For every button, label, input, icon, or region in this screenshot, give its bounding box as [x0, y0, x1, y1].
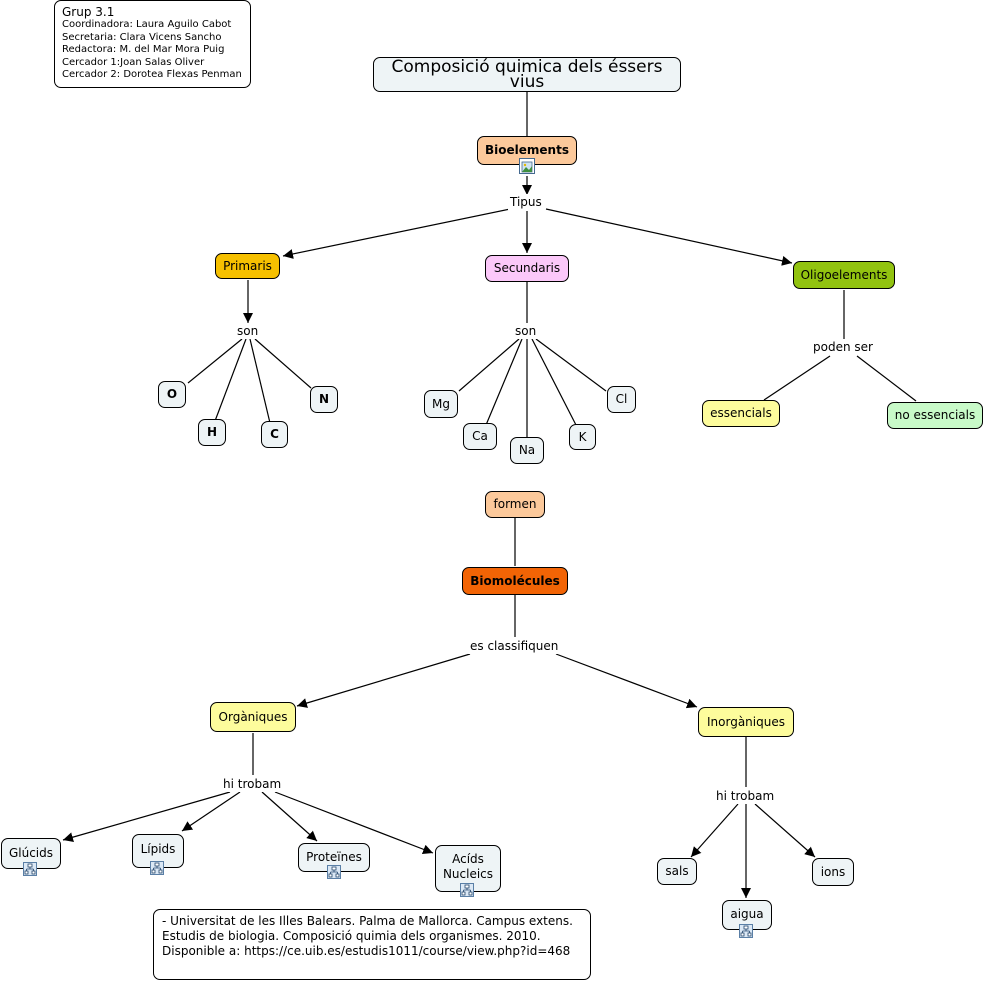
ions-node[interactable]: ions	[812, 858, 854, 886]
group-member-line: Redactora: M. del Mar Mora Puig	[62, 44, 225, 55]
element-Cl-label: Cl	[615, 392, 628, 406]
line-tipus-primaris	[282, 208, 511, 259]
element-Na-node[interactable]: Na	[510, 437, 544, 464]
biomolecules-node[interactable]: Biomolécules	[462, 567, 568, 595]
link-label-tipus: Tipus	[508, 194, 544, 210]
element-O-label: O	[166, 387, 178, 401]
secundaris-node[interactable]: Secundaris	[485, 255, 569, 282]
formen-label: formen	[493, 497, 537, 511]
line-tipus-oligoelements	[545, 208, 793, 266]
bioelements-node[interactable]: Bioelements	[477, 136, 577, 165]
group-member-line: Coordinadora: Laura Aguilo Cabot	[62, 19, 232, 30]
element-Cl-node[interactable]: Cl	[607, 386, 636, 413]
inorganiques-node[interactable]: Inorgàniques	[698, 707, 794, 737]
main-title-label: Composició quimica dels éssers vius	[391, 56, 663, 92]
reference-box: - Universitat de les Illes Balears. Palm…	[153, 909, 591, 980]
no-essencials-label: no essencials	[894, 408, 976, 422]
concept-map-icon[interactable]	[150, 861, 164, 875]
element-N-label: N	[318, 392, 330, 406]
image-icon[interactable]	[519, 158, 535, 174]
glucids-label: Glúcids	[8, 846, 54, 860]
element-K-label: K	[578, 429, 587, 444]
formen-node[interactable]: formen	[485, 491, 545, 518]
element-Na-label: Na	[518, 443, 536, 457]
link-label-son-secundaris: son	[513, 323, 539, 339]
essencials-node[interactable]: essencials	[702, 400, 780, 427]
biomolecules-label: Biomolécules	[470, 573, 560, 588]
link-label-hi-trobam-inorganiques: hi trobam	[714, 788, 777, 804]
inorganiques-label: Inorgàniques	[707, 714, 785, 729]
reference-line: - Universitat de les Illes Balears. Palm…	[162, 914, 573, 928]
element-O-node[interactable]: O	[158, 381, 186, 408]
link-label-poden-ser: poden ser	[811, 339, 875, 355]
oligoelements-node[interactable]: Oligoelements	[793, 261, 895, 289]
element-K-node[interactable]: K	[569, 424, 596, 450]
reference-line: Disponible a: https://ce.uib.es/estudis1…	[162, 944, 571, 958]
secundaris-label: Secundaris	[493, 261, 561, 275]
element-H-node[interactable]: H	[198, 419, 226, 446]
group-member-line: Cercador 2: Dorotea Flexas Penman	[62, 69, 242, 80]
acids-nucleics-label-line1: Acíds	[452, 852, 484, 866]
no-essencials-node[interactable]: no essencials	[887, 402, 983, 429]
glucids-node[interactable]: Glúcids	[1, 838, 61, 869]
concept-map-icon[interactable]	[739, 924, 753, 938]
organiques-node[interactable]: Orgàniques	[210, 702, 296, 732]
aigua-label: aigua	[730, 907, 764, 921]
sals-label: sals	[665, 864, 689, 878]
essencials-label: essencials	[710, 406, 772, 420]
acids-nucleics-label-line2: Nucleics	[442, 867, 494, 881]
link-label-son-primaris: son	[235, 323, 261, 339]
element-Ca-node[interactable]: Ca	[463, 423, 497, 450]
primaris-label: Primaris	[223, 258, 272, 273]
reference-line: Estudis de biologia. Composició quimia d…	[162, 929, 541, 943]
bioelements-label: Bioelements	[485, 143, 569, 157]
element-Mg-label: Mg	[432, 396, 450, 411]
element-C-node[interactable]: C	[261, 421, 288, 448]
element-Ca-label: Ca	[472, 429, 488, 443]
element-C-label: C	[270, 427, 279, 441]
element-H-label: H	[206, 425, 218, 439]
organiques-label: Orgàniques	[218, 709, 288, 724]
concept-map-icon[interactable]	[460, 883, 474, 897]
element-Mg-node[interactable]: Mg	[424, 390, 458, 418]
concept-map-icon[interactable]	[23, 862, 37, 876]
concept-map-icon[interactable]	[327, 865, 341, 879]
sals-node[interactable]: sals	[657, 858, 697, 885]
element-N-node[interactable]: N	[310, 386, 338, 413]
link-label-hi-trobam-organiques: hi trobam	[221, 776, 284, 792]
proteines-label: Proteïnes	[306, 850, 362, 864]
group-member-line: Secretaria: Clara Vicens Sancho	[62, 31, 222, 43]
group-title: Grup 3.1	[62, 5, 115, 19]
primaris-node[interactable]: Primaris	[215, 253, 280, 279]
group-member-line: Cercador 1:Joan Salas Oliver	[62, 56, 205, 68]
ions-label: ions	[820, 864, 846, 879]
main-title-node[interactable]: Composició quimica dels éssers vius	[373, 57, 681, 92]
group-info-box: Grup 3.1 Coordinadora: Laura Aguilo Cabo…	[54, 0, 251, 88]
lipids-label: Lípids	[140, 842, 176, 856]
oligoelements-label: Oligoelements	[800, 267, 888, 282]
link-label-es-classifiquen: es classifiquen	[468, 638, 561, 654]
